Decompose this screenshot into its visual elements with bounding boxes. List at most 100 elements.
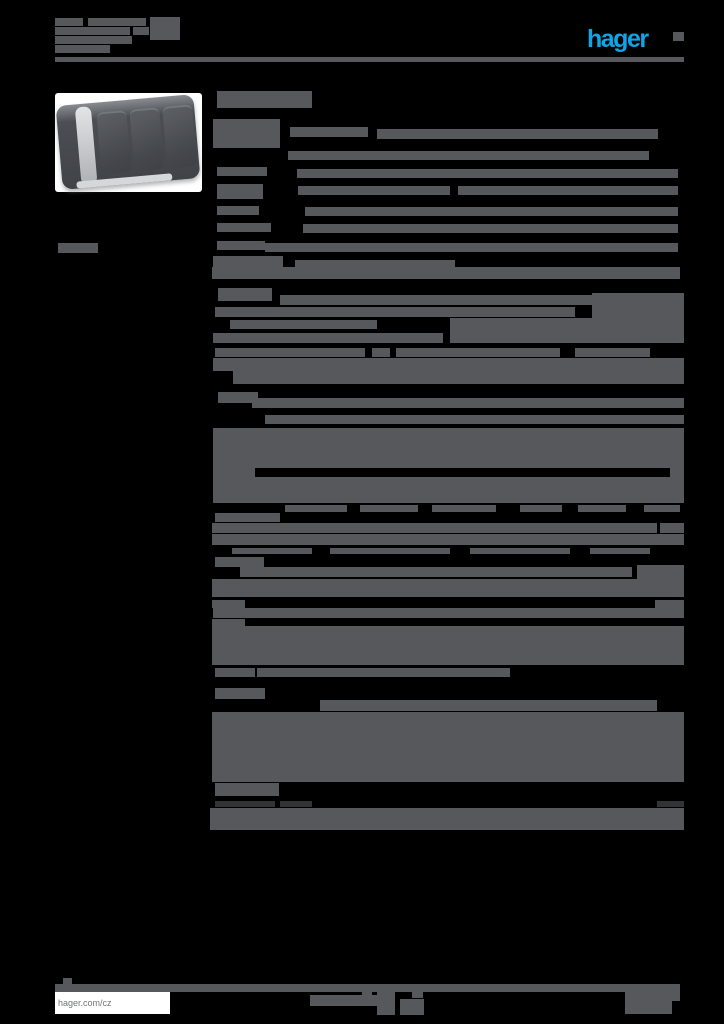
spec-row-redacted (212, 770, 684, 782)
spec-row-redacted (295, 260, 455, 270)
footer-redacted-block (362, 990, 372, 1005)
header-redacted-text (55, 36, 132, 44)
hager-logo: hager (587, 25, 649, 53)
footer-redacted-block (63, 978, 72, 984)
header-redacted-text (55, 45, 110, 53)
spec-row-redacted (470, 548, 570, 554)
spec-row-redacted (217, 91, 312, 108)
spec-row-redacted (215, 513, 280, 522)
spec-row-redacted (213, 333, 443, 343)
spec-row-redacted (265, 415, 684, 424)
spec-row-redacted (213, 477, 684, 503)
spec-row-redacted-dark (280, 801, 312, 807)
footer-redacted-block (400, 999, 424, 1015)
spec-row-redacted (590, 548, 650, 554)
footer-redacted-block (625, 1001, 672, 1014)
footer-link-box: hager.com/cz (55, 992, 170, 1014)
spec-row-redacted (252, 398, 684, 408)
spec-row-redacted-dark (657, 801, 684, 807)
header-redacted-text (55, 27, 130, 35)
spec-row-redacted (215, 688, 265, 699)
spec-row-redacted (217, 206, 259, 215)
spec-row-redacted (280, 295, 592, 305)
spec-row-redacted (212, 600, 245, 608)
spec-row-redacted (217, 241, 265, 250)
spec-row-redacted (578, 505, 626, 512)
spec-row-redacted (212, 523, 657, 533)
spec-row-redacted (360, 505, 418, 512)
header-redacted-text (55, 18, 83, 26)
spec-row-redacted (218, 288, 272, 301)
footer-link[interactable]: hager.com/cz (58, 998, 112, 1008)
product-code-redacted (58, 243, 98, 253)
spec-row-redacted (458, 186, 678, 195)
spec-row-redacted (655, 600, 684, 608)
footer-redacted-block (377, 990, 395, 1015)
spec-row-redacted (592, 293, 684, 343)
footer-redacted-block (310, 995, 377, 1006)
footer-redacted-block (412, 991, 423, 998)
footer-redacted-block (625, 989, 680, 1001)
spec-row-redacted (215, 783, 279, 796)
spec-row-redacted (215, 307, 575, 317)
spec-row-redacted (670, 468, 684, 477)
header-redacted-text (673, 32, 684, 41)
spec-row-redacted (213, 468, 255, 477)
header-redacted-text (88, 18, 146, 26)
spec-row-redacted (637, 565, 684, 597)
spec-row-redacted (212, 626, 684, 665)
spec-row-redacted (288, 151, 649, 160)
spec-row-redacted (210, 808, 684, 830)
spec-row-redacted (213, 608, 684, 618)
spec-row-redacted (240, 567, 632, 577)
spec-row-redacted (297, 169, 678, 178)
spec-row-redacted (575, 348, 650, 357)
spec-row-redacted (372, 348, 390, 357)
spec-row-redacted (217, 167, 267, 176)
spec-row-redacted (290, 127, 368, 137)
spec-row-redacted (232, 548, 312, 554)
spec-row-redacted (213, 358, 684, 371)
spec-row-redacted (257, 668, 510, 677)
spec-row-redacted (450, 318, 592, 343)
spec-row-redacted (285, 505, 347, 512)
spec-row-redacted (660, 523, 684, 533)
spec-row-redacted (213, 428, 684, 468)
spec-row-redacted (212, 534, 684, 545)
footer-redacted-block (55, 984, 680, 992)
spec-row-redacted (298, 186, 450, 195)
spec-row-redacted (212, 712, 684, 770)
spec-row-redacted (218, 392, 258, 403)
spec-row-redacted (212, 619, 245, 626)
spec-row-redacted (230, 320, 377, 329)
spec-row-redacted (213, 119, 280, 148)
header-redacted-text (150, 17, 180, 40)
spec-row-redacted (303, 224, 678, 233)
spec-row-redacted (377, 129, 658, 139)
spec-row-redacted (330, 548, 450, 554)
spec-row-redacted (212, 267, 680, 279)
header-redacted-text (133, 27, 149, 35)
spec-row-redacted (305, 207, 678, 216)
spec-row-redacted (396, 348, 560, 357)
spec-row-redacted (644, 505, 680, 512)
spec-row-redacted (215, 668, 255, 677)
spec-row-redacted (215, 557, 264, 567)
spec-row-redacted (520, 505, 562, 512)
spec-row-redacted (265, 243, 678, 252)
product-photo (55, 93, 202, 192)
spec-row-redacted (320, 700, 657, 711)
spec-row-redacted-dark (215, 801, 275, 807)
spec-row-redacted (217, 223, 271, 232)
spec-row-redacted (432, 505, 496, 512)
spec-row-redacted (233, 371, 684, 384)
spec-row-redacted (212, 579, 637, 597)
header-redacted-text (55, 57, 684, 62)
spec-row-redacted (215, 348, 365, 357)
